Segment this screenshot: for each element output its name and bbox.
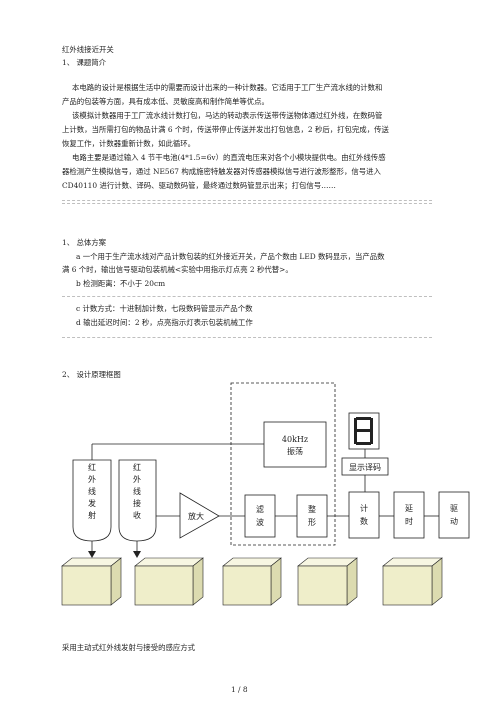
paragraph-3-line-1: 电路主要是通过输入 4 节干电池(4*1.5=6v）的直流电压来对各个小模块提供… <box>72 153 386 162</box>
paragraph-2-line-1: 该模拟计数器用于工厂流水线计数打包，马达的转动表示传送带传送物体通过红外线，在数… <box>72 111 383 120</box>
digit-eight-icon <box>354 417 373 445</box>
driver-block <box>438 491 470 539</box>
divider <box>62 200 432 201</box>
divider <box>62 296 432 297</box>
shaper-char: 形 <box>308 518 316 527</box>
sensor-module-1 <box>61 557 122 606</box>
requirement-d: d 输出延迟时间：2 秒，点亮指示灯表示包装机械工作 <box>76 318 253 327</box>
requirement-a-line-1: a 一个用于生产流水线对产品计数包装的红外接近开关，产品个数由 LED 数码显示… <box>76 252 385 261</box>
requirement-b: b 检测距离：不小于 20cm <box>76 279 166 288</box>
oscillator-block <box>263 421 327 468</box>
emitter-char: 外 <box>88 474 96 484</box>
doc-title: 红外线接近开关 <box>62 45 114 54</box>
driver-char: 动 <box>450 516 458 526</box>
filter-char: 滤 <box>256 504 264 514</box>
delay-char: 时 <box>405 516 413 526</box>
overview-heading: 1、 总体方案 <box>62 238 107 247</box>
receiver-char: 线 <box>133 486 141 496</box>
receiver-char: 接 <box>133 498 141 508</box>
receiver-char: 外 <box>133 474 141 484</box>
driver-char: 驱 <box>450 504 458 513</box>
page-number: 1 / 8 <box>231 685 248 694</box>
paragraph-2-line-3: 恢复工作，计数器重新计数，如此循环。 <box>62 139 196 148</box>
emitter-char: 射 <box>88 510 96 520</box>
delay-block <box>393 491 425 539</box>
oscillator-label: 振荡 <box>287 446 303 456</box>
receiver-char: 收 <box>133 510 141 520</box>
paragraph-2-line-2: 上计数，当所需打包的物品计满 6 个时，传送带停止传送并发出打包信息，2 秒后，… <box>62 125 389 134</box>
paragraph-1-line-1: 本电路的设计是根据生活中的需要而设计出来的一种计数器。它适用于工厂生产流水线的计… <box>72 83 383 92</box>
circuit-module-3 <box>382 557 443 606</box>
requirement-c: c 计数方式：十进制加计数，七段数码管显示产品个数 <box>76 304 253 313</box>
amplifier-label: 放大 <box>188 511 204 521</box>
requirement-a-line-2: 满 6 个时，输出信号驱动包装机械<实验中用指示灯点亮 2 秒代替>。 <box>62 265 293 274</box>
shaper-char: 整 <box>308 504 316 514</box>
paragraph-3-line-2: 器检测产生模拟信号，通过 NE567 构成施密特触发器对传感器模拟信号进行波形整… <box>62 167 381 176</box>
display-decoder-label: 显示译码 <box>349 463 381 472</box>
section-2-heading: 2、 设计原理框图 <box>62 370 121 379</box>
filter-char: 波 <box>256 517 264 527</box>
counter-block <box>348 491 380 539</box>
emitter-char: 发 <box>88 498 96 508</box>
counter-char: 数 <box>360 516 368 526</box>
sensor-module-2 <box>134 557 204 606</box>
paragraph-3-line-3: CD40110 进行计数、译码、驱动数码管，最终通过数码管显示出来；打包信号…… <box>62 181 336 190</box>
section-1-heading: 1、 课题简介 <box>62 58 107 67</box>
receiver-char: 红 <box>133 462 141 472</box>
amplifier-block <box>179 492 220 539</box>
circuit-module-2 <box>297 557 358 606</box>
circuit-boundary <box>230 382 336 546</box>
oscillator-freq: 40kHz <box>282 435 308 444</box>
diagram-caption: 采用主动式红外线发射与接受的感应方式 <box>62 643 196 652</box>
delay-char: 延 <box>405 503 413 513</box>
divider <box>62 337 432 338</box>
emitter-char: 线 <box>88 486 96 496</box>
counter-char: 计 <box>360 503 368 513</box>
divider <box>62 203 432 204</box>
shaper-block <box>296 494 328 538</box>
filter-block <box>244 494 276 538</box>
paragraph-1-line-2: 产品的包装等方面，具有成本低、灵敏度高和制作简单等优点。 <box>62 97 269 106</box>
circuit-module-1 <box>222 557 282 606</box>
emitter-char: 红 <box>88 462 96 472</box>
